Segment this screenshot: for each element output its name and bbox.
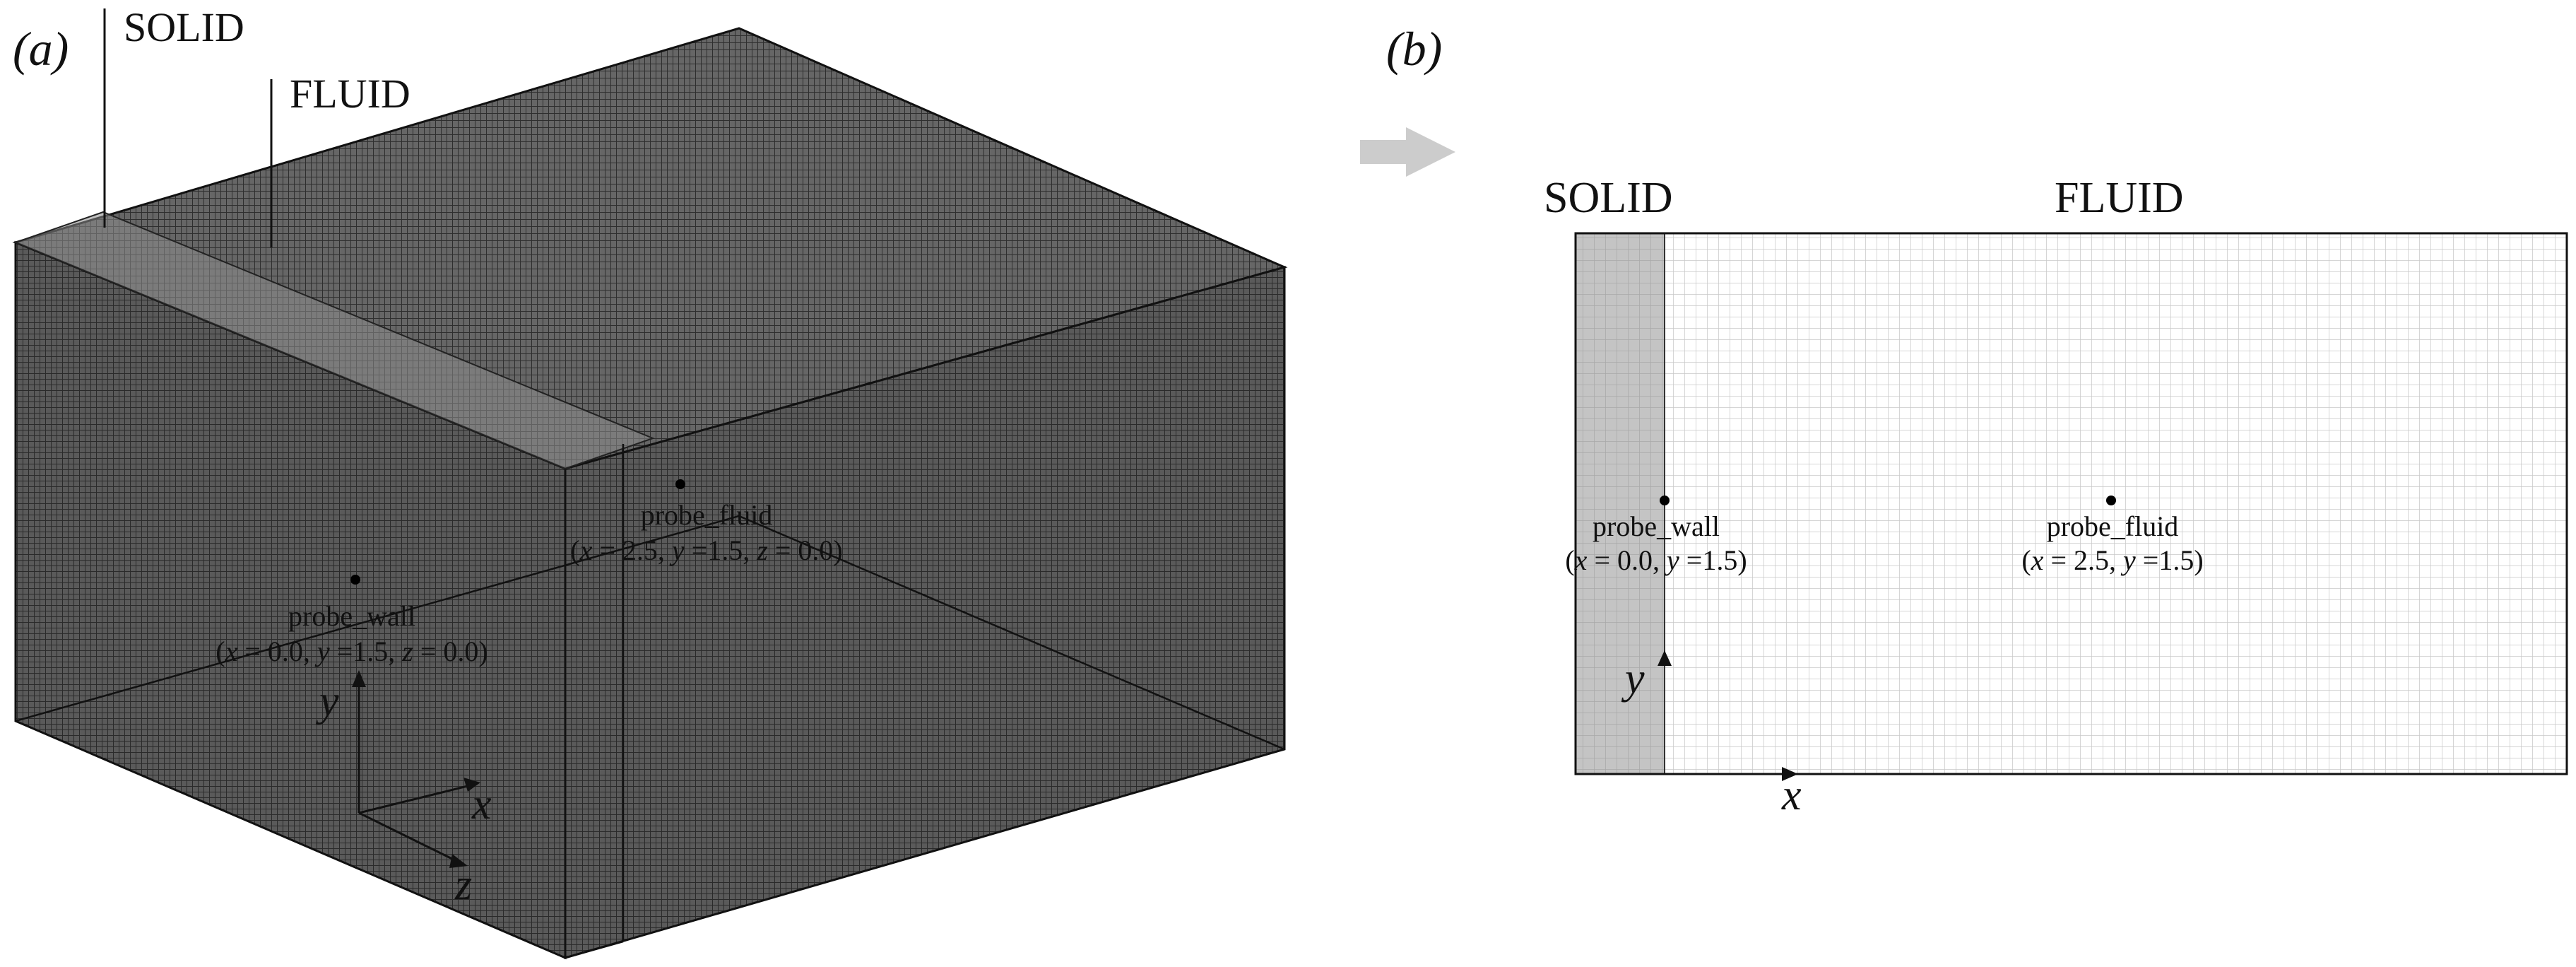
panel-a: (a) SOLID FLUID probe_fluid (x = 2.5, y … — [12, 4, 1288, 960]
fluid-label-a: FLUID — [290, 71, 410, 117]
inner-edges — [15, 444, 1285, 959]
solid-label-a: SOLID — [124, 4, 244, 50]
z-arrowhead-a — [449, 854, 468, 868]
y-arrowhead-a — [352, 670, 366, 687]
x-axis-label-a: x — [471, 780, 492, 828]
panel-b-label: (b) — [1386, 22, 1442, 76]
probe-fluid-coords-a: (x = 2.5, y =1.5, z = 0.0) — [570, 534, 842, 566]
y-axis-label-b: y — [1621, 655, 1645, 703]
axis-triad-a — [358, 680, 474, 864]
probe-fluid-dot-a — [675, 479, 685, 489]
probe-wall-coords-b: (x = 0.0, y =1.5) — [1565, 544, 1747, 576]
probe-wall-dot-a — [350, 575, 360, 585]
probe-fluid-name-a: probe_fluid — [641, 499, 773, 531]
transition-arrow — [1360, 127, 1455, 177]
solid-strip — [13, 211, 655, 470]
probe-fluid-name-b: probe_fluid — [2047, 510, 2179, 542]
y-axis-label-a: y — [315, 677, 339, 725]
fluid-label-b: FLUID — [2055, 174, 2184, 222]
x-arrowhead-a — [463, 778, 480, 792]
z-axis-label-a: z — [454, 861, 472, 909]
solid-region-b — [1575, 233, 1665, 775]
probe-wall-dot-b — [1660, 496, 1670, 505]
y-arrowhead-b — [1658, 650, 1672, 666]
mesh-outline-b — [1574, 232, 2568, 775]
probe-wall-coords-a: (x = 0.0, y =1.5, z = 0.0) — [215, 635, 488, 667]
probe-wall-name-b: probe_wall — [1593, 510, 1720, 542]
mesh-domain-b — [1574, 232, 2568, 775]
probe-fluid-coords-b: (x = 2.5, y =1.5) — [2021, 544, 2203, 576]
x-arrowhead-b — [1782, 767, 1798, 781]
panel-a-label: (a) — [13, 22, 69, 76]
probe-fluid-dot-b — [2106, 496, 2116, 505]
solid-label-b: SOLID — [1544, 174, 1673, 222]
x-axis-label-b: x — [1781, 771, 1802, 819]
probe-wall-name-a: probe_wall — [288, 600, 415, 632]
panel-b: (b) SOLID FLUID probe_wall (x = 0.0, y =… — [1386, 22, 2568, 819]
